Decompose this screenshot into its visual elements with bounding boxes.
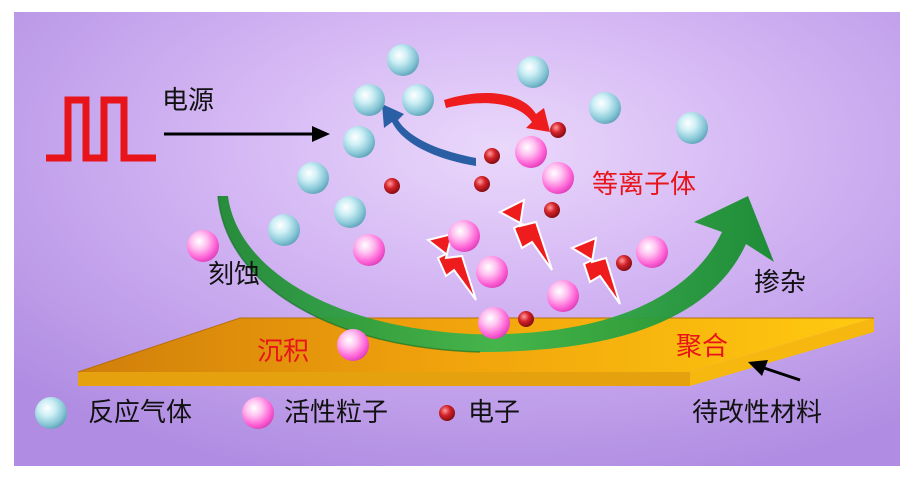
deposit-label: 沉积 (257, 337, 310, 367)
active-particle (187, 230, 219, 262)
gas-particle (353, 84, 385, 116)
gas-particle (297, 162, 329, 194)
electron-particle (550, 122, 566, 138)
active-particles (187, 136, 668, 361)
legend-electron-label: 电子 (468, 398, 521, 428)
legend-gas-label: 反应气体 (88, 398, 193, 428)
electrons (384, 122, 632, 327)
electron-particle (484, 148, 500, 164)
blue-curved-arrow (382, 104, 476, 166)
gas-particle (676, 112, 708, 144)
electron-particle (474, 176, 490, 192)
electron-particle (616, 255, 632, 271)
gas-particles (268, 44, 708, 246)
active-particle (636, 236, 668, 268)
legend-active-symbol (242, 397, 274, 429)
plasma-label: 等离子体 (592, 170, 697, 200)
gas-particle (343, 126, 375, 158)
active-particle (542, 162, 574, 194)
power-arrow (164, 126, 330, 142)
gas-particle (387, 44, 419, 76)
material-label: 待改性材料 (692, 398, 823, 428)
material-arrow (748, 360, 801, 382)
electron-particle (384, 178, 400, 194)
legend-active-label: 活性粒子 (284, 398, 389, 428)
gas-particle (517, 56, 549, 88)
active-particle (476, 256, 508, 288)
red-curved-arrow (444, 92, 550, 132)
active-particle (337, 329, 369, 361)
power-label: 电源 (162, 86, 215, 116)
active-particle (515, 136, 547, 168)
gas-particle (402, 84, 434, 116)
legend-electron-symbol (439, 405, 455, 421)
dope-label: 掺杂 (754, 268, 807, 298)
lightning-bolt-icon (425, 198, 621, 305)
square-wave-icon (46, 96, 156, 162)
electron-particle (518, 311, 534, 327)
legend-gas-symbol (35, 397, 67, 429)
active-particle (448, 220, 480, 252)
gas-particle (334, 196, 366, 228)
legend (35, 397, 455, 429)
active-particle (547, 280, 579, 312)
active-particle (478, 307, 510, 339)
active-particle (353, 234, 385, 266)
gas-particle (268, 214, 300, 246)
gas-particle (589, 92, 621, 124)
electron-particle (544, 202, 560, 218)
polymerize-label: 聚合 (676, 332, 729, 362)
green-curved-arrow (217, 195, 774, 353)
etch-label: 刻蚀 (208, 260, 261, 290)
